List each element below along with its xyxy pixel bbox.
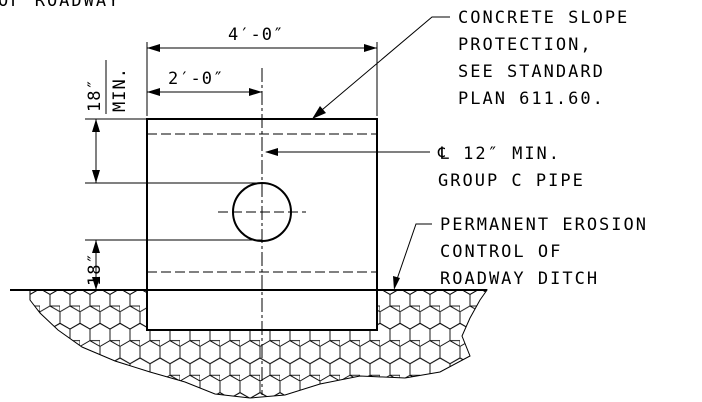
header-fragment: OF ROADWAY — [0, 0, 120, 11]
svg-text:SEE STANDARD: SEE STANDARD — [458, 62, 605, 82]
dim-bottom-arrow-down — [92, 277, 100, 290]
svg-text:PLAN 611.60.: PLAN 611.60. — [458, 89, 605, 109]
svg-text:CONTROL OF: CONTROL OF — [440, 242, 562, 262]
dim-2ft-arrow-right — [249, 88, 262, 96]
dim-top-clearance-note: MIN. — [110, 67, 130, 112]
dim-bottom-arrow-up — [92, 240, 100, 253]
leader-slope-arrow — [312, 106, 326, 119]
dim-top-arrow-down — [92, 170, 100, 183]
dim-4ft-arrow-right — [364, 44, 377, 52]
callout-slope-protection: CONCRETE SLOPE PROTECTION, SEE STANDARD … — [458, 8, 629, 109]
svg-text:ROADWAY DITCH: ROADWAY DITCH — [440, 269, 599, 289]
dim-top-arrow-up — [92, 119, 100, 132]
callout-pipe: ℄ 12″ MIN. GROUP C PIPE — [437, 144, 585, 191]
dim-top-clearance-value: 18″ — [85, 78, 105, 112]
leader-slope-protection — [315, 16, 450, 116]
leader-erosion-arrow — [393, 276, 400, 290]
svg-text:CONCRETE SLOPE: CONCRETE SLOPE — [458, 8, 629, 28]
dim-bottom-clearance-value: 18″ — [85, 252, 105, 286]
svg-text:PROTECTION,: PROTECTION, — [458, 35, 593, 55]
svg-text:PERMANENT EROSION: PERMANENT EROSION — [440, 215, 648, 235]
dim-4ft-arrow-left — [147, 44, 160, 52]
svg-text:℄ 12″ MIN.: ℄ 12″ MIN. — [437, 144, 561, 164]
leader-pipe-arrow — [265, 148, 278, 156]
leader-erosion — [394, 223, 432, 286]
svg-text:GROUP C PIPE: GROUP C PIPE — [438, 171, 585, 191]
dim-overall-width: 4′-0″ — [228, 25, 284, 45]
callout-erosion-control: PERMANENT EROSION CONTROL OF ROADWAY DIT… — [440, 215, 648, 289]
dim-2ft-arrow-left — [147, 88, 160, 96]
dim-half-width: 2′-0″ — [168, 69, 224, 89]
